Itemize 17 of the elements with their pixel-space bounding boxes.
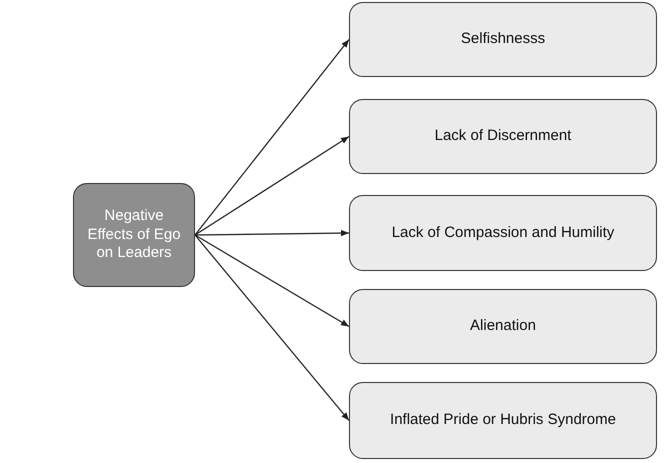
box-label: Alienation [470,317,536,336]
box-label: Inflated Pride or Hubris Syndrome [390,411,616,430]
effect-box [349,99,657,174]
box-label: Lack of Compassion and Humility [392,224,614,242]
arrow [194,39,350,236]
box-label: Lack of Discernment [434,127,572,146]
effect-box [349,289,657,364]
box-label: Negative Effects of Ego on Leaders [86,206,182,264]
arrow [194,136,350,236]
arrow [194,234,350,328]
effect-box [349,195,657,271]
effect-box [349,2,657,77]
topic-box [73,183,195,287]
box-label: Selfishnesss [460,30,546,49]
arrow [194,234,350,421]
effect-box [349,382,657,459]
arrow [195,230,349,236]
